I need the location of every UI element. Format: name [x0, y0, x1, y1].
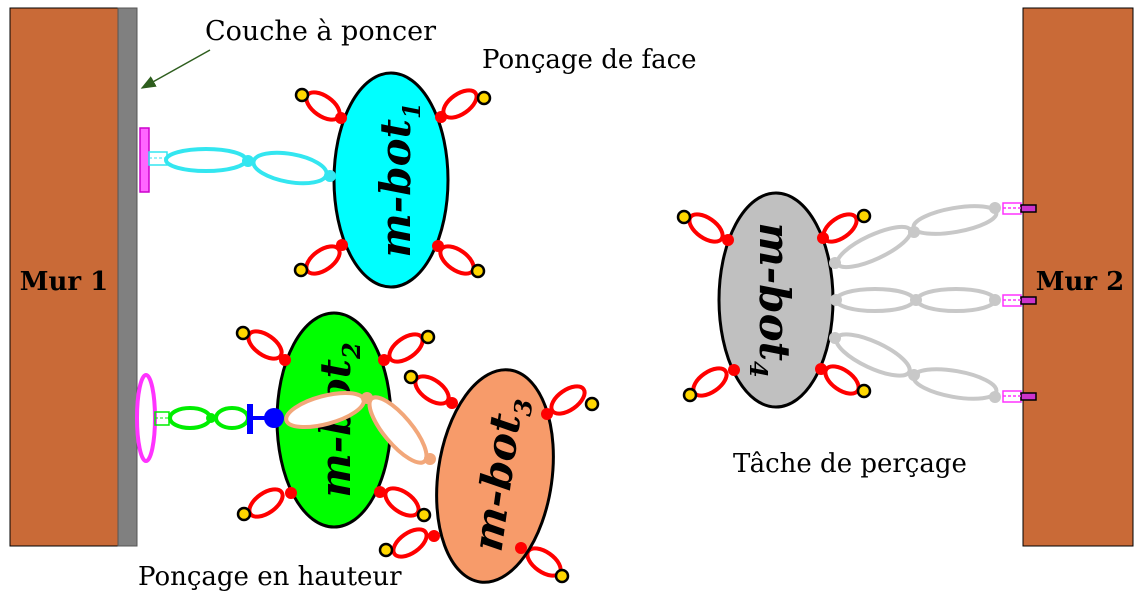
- robot-2-label: m-bot2: [311, 342, 366, 497]
- robot-1-feet: [293, 87, 492, 279]
- robot-m-bot-1: m-bot1: [139, 71, 492, 289]
- robot-4-hips: [722, 232, 829, 376]
- sanding-layer: [117, 7, 138, 547]
- robot-1-arm: [164, 147, 329, 186]
- robot-3-hips: [428, 397, 553, 554]
- robot-1-sander-tool: [139, 127, 168, 193]
- robot-2-hips: [279, 354, 390, 499]
- robot-2-feet: [235, 325, 436, 523]
- wall-1: [9, 7, 119, 547]
- height-sanding-label: Ponçage en hauteur: [138, 562, 402, 592]
- robot-3-feet: [378, 369, 600, 584]
- robot-2-wrist-joint: [247, 404, 284, 434]
- robot-m-bot-4: m-bot4: [676, 191, 1037, 409]
- robot-3-body: [435, 368, 555, 584]
- robot-2-arm-joint: [206, 413, 216, 423]
- robot-m-bot-3: m-bot3: [284, 368, 600, 584]
- wall-2: [1022, 7, 1134, 547]
- robot-4-label: m-bot4: [744, 222, 799, 377]
- robot-1-arm-joints: [242, 155, 336, 182]
- robot-4-feet: [676, 208, 872, 403]
- robot-4-arm-joints: [829, 202, 1001, 403]
- wall-1-label: Mur 1: [20, 267, 109, 297]
- drilling-label: Tâche de perçage: [733, 449, 967, 479]
- robot-2-sander-tool: [135, 373, 170, 463]
- robot-1-hips: [335, 111, 447, 252]
- robot-1-label: m-bot1: [371, 102, 426, 257]
- face-sanding-label: Ponçage de face: [482, 45, 697, 75]
- robot-4-drill-tools: [1002, 202, 1037, 403]
- robot-3-arm: [284, 390, 436, 465]
- layer-arrow: [140, 49, 211, 89]
- wall-2-label: Mur 2: [1036, 267, 1125, 297]
- layer-label: Couche à poncer: [205, 16, 436, 47]
